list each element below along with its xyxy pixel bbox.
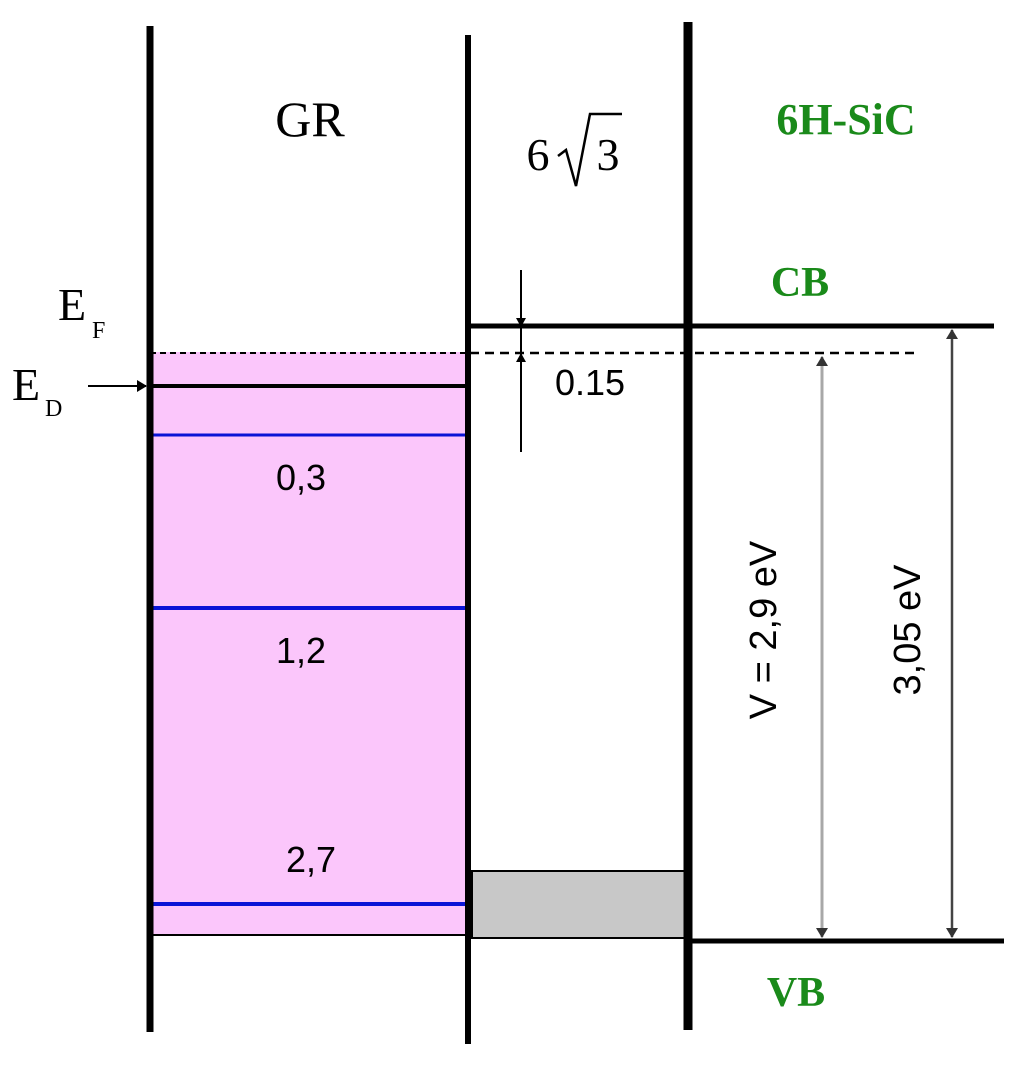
graphene-label: GR (275, 91, 345, 147)
conduction-band-label: CB (771, 260, 829, 306)
buffer-state-block (471, 870, 687, 939)
fermi-label-main: E (58, 279, 86, 330)
bandgap-value: 3,05 eV (887, 564, 929, 696)
offset-arrowhead-up (516, 353, 526, 362)
buffer-radicand: 3 (597, 129, 620, 180)
potential-value: V = 2,9 eV (743, 540, 785, 719)
level-value-0-3: 0,3 (276, 457, 326, 498)
buffer-prefix: 6 (527, 129, 550, 180)
offset-value: 0.15 (555, 362, 625, 403)
dirac-label-sub: D (45, 396, 62, 422)
level-value-1-2: 1,2 (276, 630, 326, 671)
level-value-2-7: 2,7 (286, 839, 336, 880)
fermi-label-sub: F (92, 318, 105, 344)
dirac-label-main: E (12, 359, 40, 410)
graphene-filled-region (150, 352, 468, 935)
sqrt-radical-icon (557, 112, 622, 187)
valence-band-label: VB (767, 970, 825, 1016)
substrate-label: 6H-SiC (776, 95, 915, 144)
offset-arrowhead-down (516, 318, 526, 327)
